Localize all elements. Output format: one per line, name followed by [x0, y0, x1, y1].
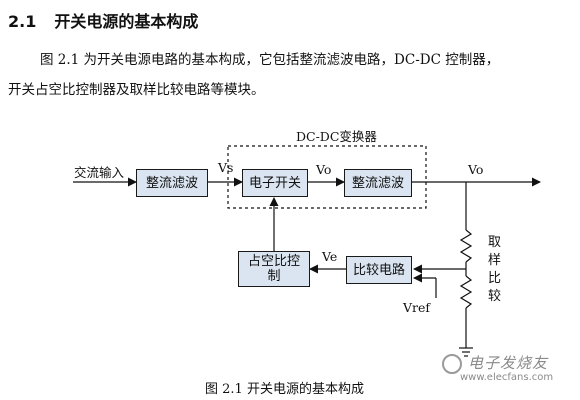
- compare-circuit-box: 比较电路: [346, 256, 412, 284]
- watermark-logo: 电子发烧友 www.elecfans.com: [440, 350, 572, 390]
- ve-label: Ve: [322, 249, 338, 264]
- dcdc-label: DC-DC变换器: [296, 129, 377, 144]
- sampling-char-2: 样: [488, 253, 502, 268]
- vo-inner-label: Vo: [316, 162, 332, 177]
- rectifier-filter-2-box: 整流滤波: [344, 169, 412, 197]
- watermark-url: www.elecfans.com: [460, 372, 554, 383]
- sampling-char-3: 比: [488, 271, 502, 286]
- section-heading: 2.1 开关电源的基本构成: [8, 8, 198, 32]
- diagram-wires: [73, 145, 541, 357]
- figure-caption: 图 2.1 开关电源的基本构成: [205, 382, 364, 397]
- section-number: 2.1: [8, 12, 37, 31]
- electronic-switch-box: 电子开关: [242, 169, 308, 197]
- input-label: 交流输入: [74, 165, 125, 180]
- duty-control-line-1: 占空比控: [247, 254, 300, 269]
- vref-label: Vref: [403, 300, 431, 315]
- paragraph-line-2: 开关占空比控制器及取样比较电路等模块。: [8, 82, 265, 98]
- duty-cycle-control-box: 占空比控 制: [238, 251, 310, 287]
- sampling-char-4: 较: [488, 289, 502, 304]
- watermark-title: 电子发烧友: [468, 354, 549, 372]
- sampling-label: 取 样 比 较: [488, 234, 501, 306]
- block-diagram: DC-DC变换器 交流输入 Vs Vo Vo Ve Vref 整流滤波 电子开关…: [0, 118, 580, 373]
- rectifier-filter-box: 整流滤波: [136, 169, 208, 197]
- dcdc-dashed-frame: [227, 145, 427, 209]
- vo-output-label: Vo: [468, 162, 484, 177]
- duty-control-line-2: 制: [267, 269, 281, 284]
- paragraph-line-1: 图 2.1 为开关电源电路的基本构成，它包括整流滤波电路，DC-DC 控制器，: [40, 52, 500, 68]
- watermark-ring-icon: [442, 354, 462, 374]
- vs-label: Vs: [218, 160, 234, 175]
- section-title: 开关电源的基本构成: [54, 12, 199, 31]
- sampling-char-1: 取: [488, 235, 502, 250]
- resistor-top: [459, 229, 473, 263]
- resistor-bottom: [459, 275, 473, 309]
